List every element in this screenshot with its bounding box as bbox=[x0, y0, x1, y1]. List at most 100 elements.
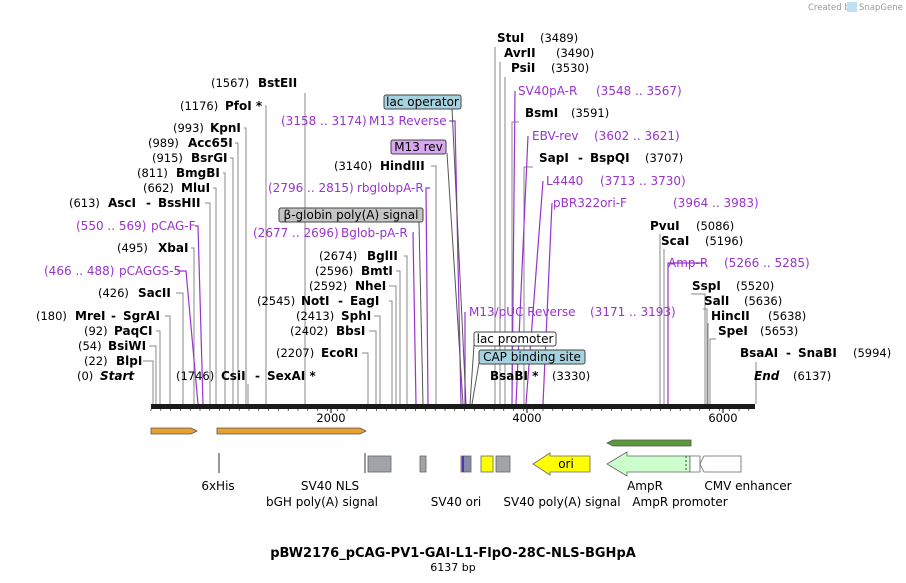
feature-box-lacoperator[interactable]: lac operator bbox=[383, 94, 462, 110]
cut-site-xbai-name: XbaI bbox=[158, 241, 188, 255]
cut-site-sspi[interactable]: (5520)SspI bbox=[692, 279, 774, 293]
cut-site-asci[interactable]: (613)AscI-BssHII bbox=[69, 196, 200, 210]
primer-l4440-range: (3713 .. 3730) bbox=[600, 174, 686, 188]
feature-ampr[interactable] bbox=[606, 451, 691, 477]
cut-site-avrii[interactable]: (3490)AvrII bbox=[504, 46, 594, 60]
cut-site-stui-name: StuI bbox=[497, 31, 524, 45]
feature-bgh-polya[interactable] bbox=[367, 455, 392, 473]
cut-site-hindiii[interactable]: (3140)HindIII bbox=[334, 159, 425, 173]
cut-site-bsrgi[interactable]: (915)BsrGI bbox=[152, 151, 228, 165]
feature-cmv-enhancer[interactable] bbox=[699, 455, 742, 473]
feature-box-m13rev[interactable]: M13 rev bbox=[390, 139, 447, 155]
feature-label-sv40ori: SV40 ori bbox=[431, 495, 482, 509]
cut-site-bsiwi[interactable]: (54)BsiWI bbox=[78, 339, 146, 353]
cut-site-acc65i[interactable]: (989)Acc65I bbox=[148, 136, 233, 150]
cut-site-mrei[interactable]: (180)MreI-SgrAI bbox=[36, 309, 160, 323]
feature-box-capbindingsite[interactable]: CAP binding site bbox=[478, 349, 586, 365]
primer-bglobpar-name: Bglob-pA-R bbox=[341, 226, 408, 240]
cut-site-noti[interactable]: (2545)NotI-EagI bbox=[257, 294, 379, 308]
cut-site-bbsi[interactable]: (2402) BbsI bbox=[290, 324, 365, 338]
primer-pbr322orif[interactable]: pBR322ori-F(3964 .. 3983) bbox=[553, 196, 759, 210]
cut-site-bsmi[interactable]: (3591)BsmI bbox=[525, 106, 609, 120]
cut-site-bmgbi[interactable]: (811)BmgBI bbox=[137, 166, 220, 180]
cut-site-blpi[interactable]: (22)BlpI bbox=[84, 354, 142, 368]
cut-site-bsaai-dash: - bbox=[786, 346, 791, 360]
cut-site-csii-pos: (1746) bbox=[176, 369, 214, 383]
cut-site-end-pos: (6137) bbox=[793, 369, 831, 383]
cut-site-mrei-name: MreI bbox=[75, 309, 105, 323]
line-sacii bbox=[176, 292, 184, 404]
primer-ebvrev[interactable]: EBV-rev(3602 .. 3621) bbox=[532, 129, 680, 143]
feature-ampr-promoter[interactable] bbox=[689, 455, 701, 473]
cut-site-nhei[interactable]: (2592)NheI bbox=[309, 279, 386, 293]
cut-site-bbsi-pos: (2402) bbox=[290, 324, 328, 338]
feature-box-globinpolyasignal-line bbox=[418, 221, 424, 405]
cut-site-csii-dash: - bbox=[255, 369, 260, 383]
line-blpi bbox=[143, 360, 154, 404]
cut-site-sapi[interactable]: (3707)SapI-BspQI bbox=[539, 151, 683, 165]
primer-pcagf[interactable]: pCAG-F(550 .. 569) bbox=[76, 219, 196, 233]
primer-ampr[interactable]: Amp-R(5266 .. 5285) bbox=[668, 256, 810, 270]
cut-site-kpni[interactable]: (993)KpnI bbox=[173, 121, 241, 135]
cut-site-hincii[interactable]: (5638)HincII bbox=[711, 309, 806, 323]
cut-site-stui[interactable]: (3489)StuI bbox=[497, 31, 578, 45]
cut-site-spei[interactable]: (5653)SpeI bbox=[718, 324, 798, 338]
cut-site-xbai[interactable]: (495) XbaI bbox=[117, 241, 188, 255]
cut-site-bsteii[interactable]: (1567)BstEII bbox=[211, 76, 297, 90]
cut-site-paqci[interactable]: (92)PaqCI bbox=[84, 324, 152, 338]
orf-arrow-1[interactable] bbox=[150, 427, 198, 435]
cut-site-xbai-pos: (495) bbox=[117, 241, 148, 255]
cut-site-start-name: Start bbox=[100, 369, 135, 383]
cut-site-mrei-name2: SgrAI bbox=[123, 309, 160, 323]
feature-sv40-ori[interactable] bbox=[460, 455, 472, 473]
cut-site-sphi[interactable]: (2413)SphI bbox=[296, 309, 371, 323]
cut-site-psii[interactable]: (3530)PsiI bbox=[511, 61, 589, 75]
feature-yellow[interactable] bbox=[480, 455, 494, 473]
cut-site-pvui[interactable]: (5086)PvuI bbox=[650, 219, 734, 233]
cut-site-pfoi[interactable]: (1176)PfoI * bbox=[180, 99, 263, 113]
feature-ori[interactable] bbox=[532, 452, 591, 476]
cut-site-bmti[interactable]: (2596)BmtI bbox=[315, 264, 393, 278]
cut-site-sacii[interactable]: (426)SacII bbox=[98, 286, 171, 300]
line-sali bbox=[703, 308, 708, 404]
sequence-backbone[interactable] bbox=[151, 404, 755, 409]
plasmid-title: pBW2176_pCAG-PV1-GAI-L1-FlpO-28C-NLS-BGH… bbox=[270, 546, 636, 561]
cut-site-scai[interactable]: (5196)ScaI bbox=[661, 234, 743, 248]
feature-grey-small[interactable] bbox=[419, 455, 427, 473]
orf-arrow-2[interactable] bbox=[216, 427, 367, 435]
feature-box-globinpolyasignal[interactable]: β-globin poly(A) signal bbox=[278, 207, 424, 223]
cut-site-csii[interactable]: (1746)CsiI-SexAI * bbox=[176, 369, 316, 383]
line-hindiii bbox=[431, 165, 437, 404]
primer-m13reverse[interactable]: M13 Reverse(3158 .. 3174) bbox=[281, 114, 447, 128]
cut-site-asci-name2: BssHII bbox=[158, 196, 200, 210]
primer-pcaggs5[interactable]: pCAGGS-5(466 .. 488) bbox=[44, 264, 181, 278]
orf-arrow-amp[interactable] bbox=[606, 439, 692, 447]
line-pfoi bbox=[265, 105, 267, 404]
primer-sv40par[interactable]: SV40pA-R(3548 .. 3567) bbox=[518, 84, 682, 98]
cut-site-start[interactable]: (0)Start bbox=[77, 369, 135, 383]
primer-l4440[interactable]: L4440(3713 .. 3730) bbox=[546, 174, 686, 188]
feature-box-m13rev-line bbox=[446, 152, 464, 405]
primer-m13pucreverse[interactable]: M13/pUC Reverse(3171 .. 3193) bbox=[469, 305, 676, 319]
cut-site-end[interactable]: (6137)End bbox=[754, 369, 831, 383]
cut-site-sali-name: SalI bbox=[704, 294, 729, 308]
primer-m13pucreverse-name: M13/pUC Reverse bbox=[469, 305, 576, 319]
feature-box-capbindingsite-box bbox=[478, 349, 586, 365]
feature-box-lacpromoter[interactable]: lac promoter bbox=[473, 331, 557, 347]
cut-site-csii-name: CsiI bbox=[221, 369, 246, 383]
primer-sv40par-name: SV40pA-R bbox=[518, 84, 577, 98]
cut-site-ecori[interactable]: (2207)EcoRI bbox=[276, 346, 358, 360]
cut-site-sali[interactable]: (5636)SalI bbox=[704, 294, 782, 308]
cut-site-bsabi[interactable]: (3330)BsaBI * bbox=[490, 369, 590, 383]
feature-sv40-polya[interactable] bbox=[495, 455, 511, 473]
cut-site-bsteii-pos: (1567) bbox=[211, 76, 249, 90]
line-sspi bbox=[691, 293, 706, 404]
primer-rbglobpar[interactable]: rbglobpA-R(2796 .. 2815) bbox=[268, 181, 424, 195]
cut-site-bsrgi-name: BsrGI bbox=[191, 151, 228, 165]
cut-site-mlui[interactable]: (662)MluI bbox=[143, 181, 210, 195]
cut-site-bglii[interactable]: (2674)BglII bbox=[319, 249, 398, 263]
cut-site-hindiii-pos: (3140) bbox=[334, 159, 372, 173]
cut-site-bsaai[interactable]: (5994)BsaAI-SnaBI bbox=[740, 346, 891, 360]
primer-bglobpar[interactable]: Bglob-pA-R(2677 .. 2696) bbox=[253, 226, 408, 240]
cut-site-bbsi-name: BbsI bbox=[336, 324, 365, 338]
